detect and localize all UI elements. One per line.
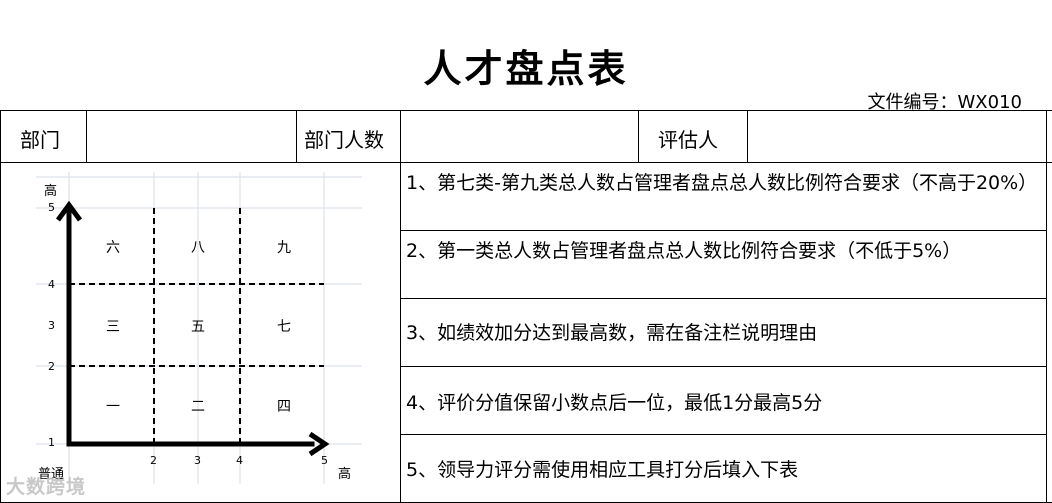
nine-box-grid-graphic bbox=[36, 172, 362, 484]
evaluator-value-cell[interactable] bbox=[748, 111, 1045, 161]
header-divider-1 bbox=[86, 110, 87, 162]
zone-nine: 九 bbox=[277, 240, 291, 256]
x-tick-5: 5 bbox=[321, 454, 328, 467]
headcount-value-cell[interactable] bbox=[401, 111, 637, 161]
zone-five: 五 bbox=[191, 319, 205, 335]
header-divider-3 bbox=[638, 110, 639, 162]
x-tick-4: 4 bbox=[236, 454, 243, 467]
evaluator-label: 评估人 bbox=[658, 128, 718, 152]
rule-5: 5、领导力评分需使用相应工具打分后填入下表 bbox=[406, 459, 799, 481]
x-tick-2: 2 bbox=[150, 454, 157, 467]
header-divider-2 bbox=[296, 110, 297, 162]
y-tick-1: 1 bbox=[48, 436, 55, 449]
header-divider-4 bbox=[747, 110, 748, 162]
y-tick-3: 3 bbox=[48, 319, 55, 332]
department-value-cell[interactable] bbox=[87, 111, 295, 161]
zone-one: 一 bbox=[106, 399, 120, 415]
department-label: 部门 bbox=[20, 128, 60, 152]
page-title: 人才盘点表 bbox=[423, 46, 629, 91]
rule-divider-1 bbox=[400, 230, 1046, 231]
zone-eight: 八 bbox=[191, 240, 205, 256]
center-divider bbox=[400, 110, 401, 503]
zone-four: 四 bbox=[277, 399, 291, 415]
y-tick-2: 2 bbox=[48, 360, 55, 373]
rule-4: 4、评价分值保留小数点后一位，最低1分最高5分 bbox=[406, 392, 823, 414]
x-tick-3: 3 bbox=[194, 454, 201, 467]
left-border bbox=[0, 110, 1, 503]
zone-six: 六 bbox=[106, 240, 120, 256]
zone-three: 三 bbox=[106, 319, 120, 335]
rule-2: 2、第一类总人数占管理者盘点总人数比例符合要求（不低于5%） bbox=[406, 240, 962, 262]
y-axis-high-label: 高 bbox=[44, 184, 58, 199]
header-row-border bbox=[0, 162, 1052, 163]
table-top-border bbox=[0, 110, 1052, 111]
file-number: 文件编号：WX010 bbox=[867, 92, 1023, 113]
watermark: 大数跨境 bbox=[6, 476, 87, 498]
origin-label: 普通 bbox=[38, 467, 65, 482]
rule-divider-2 bbox=[400, 298, 1046, 299]
zone-two: 二 bbox=[191, 399, 205, 415]
rule-1: 1、第七类-第九类总人数占管理者盘点总人数比例符合要求（不高于20%） bbox=[406, 172, 1038, 194]
rule-3: 3、如绩效加分达到最高数，需在备注栏说明理由 bbox=[406, 322, 818, 344]
x-axis-high-label: 高 bbox=[338, 467, 352, 482]
headcount-label: 部门人数 bbox=[304, 128, 384, 152]
zone-seven: 七 bbox=[277, 319, 291, 335]
right-border bbox=[1046, 110, 1047, 503]
rule-divider-3 bbox=[400, 366, 1046, 367]
y-tick-5: 5 bbox=[48, 201, 55, 214]
rule-divider-4 bbox=[400, 434, 1046, 435]
y-tick-4: 4 bbox=[48, 278, 55, 291]
nine-box-grid: 高 5 4 3 2 1 2 3 4 5 高 普通 六 八 九 三 五 七 一 二… bbox=[36, 172, 362, 484]
